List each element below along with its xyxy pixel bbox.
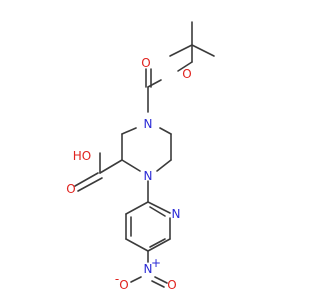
bond-pyr-inner-2 xyxy=(149,238,166,248)
atom-n-bottom: N xyxy=(144,169,153,183)
bond-ring-4 xyxy=(156,159,172,172)
bond-o-carbonyl-c xyxy=(147,79,162,88)
atom-o-carbonyl: O xyxy=(141,56,150,70)
atom-acid-o: O xyxy=(66,182,75,196)
bond-acid-double-b xyxy=(77,177,103,192)
atom-n-top: N xyxy=(144,117,153,131)
atom-pyridine-n: N xyxy=(172,207,181,221)
nitro-o-left-charge: - xyxy=(115,272,119,286)
nitro-n-charge: + xyxy=(151,256,161,270)
bond-pyr-3 xyxy=(147,238,171,252)
bond-pyr-4 xyxy=(125,238,149,252)
bond-nitro-o-left xyxy=(130,276,142,283)
bond-nitro-double-a xyxy=(154,276,168,284)
bond-tbu-3 xyxy=(191,44,215,57)
bond-tbu-oxygen xyxy=(177,61,193,72)
atom-nitro-o-left: O xyxy=(119,278,128,292)
molecule-diagram: O O N N HO O N N + O - O xyxy=(66,21,215,292)
bond-acid-c xyxy=(99,159,123,174)
bond-pyr-inner-1 xyxy=(149,206,166,217)
atom-acid-oh: HO xyxy=(73,149,91,163)
bond-acid-double-a xyxy=(74,172,99,187)
bond-pyr-6 xyxy=(125,201,149,215)
atom-nitro-o-right: O xyxy=(167,278,176,292)
bond-pyr-1 xyxy=(147,201,171,214)
bond-ring-3 xyxy=(121,159,141,172)
atom-o-ester-ether: O xyxy=(182,67,191,81)
bond-nitro-double-b xyxy=(151,280,165,288)
bond-ring-6 xyxy=(159,127,172,135)
atom-nitro-n: N xyxy=(144,262,153,276)
bond-tbu-2 xyxy=(169,44,193,57)
bond-ring-1 xyxy=(121,127,137,135)
structure-svg: O O N N HO O N N + O - O xyxy=(66,21,215,292)
